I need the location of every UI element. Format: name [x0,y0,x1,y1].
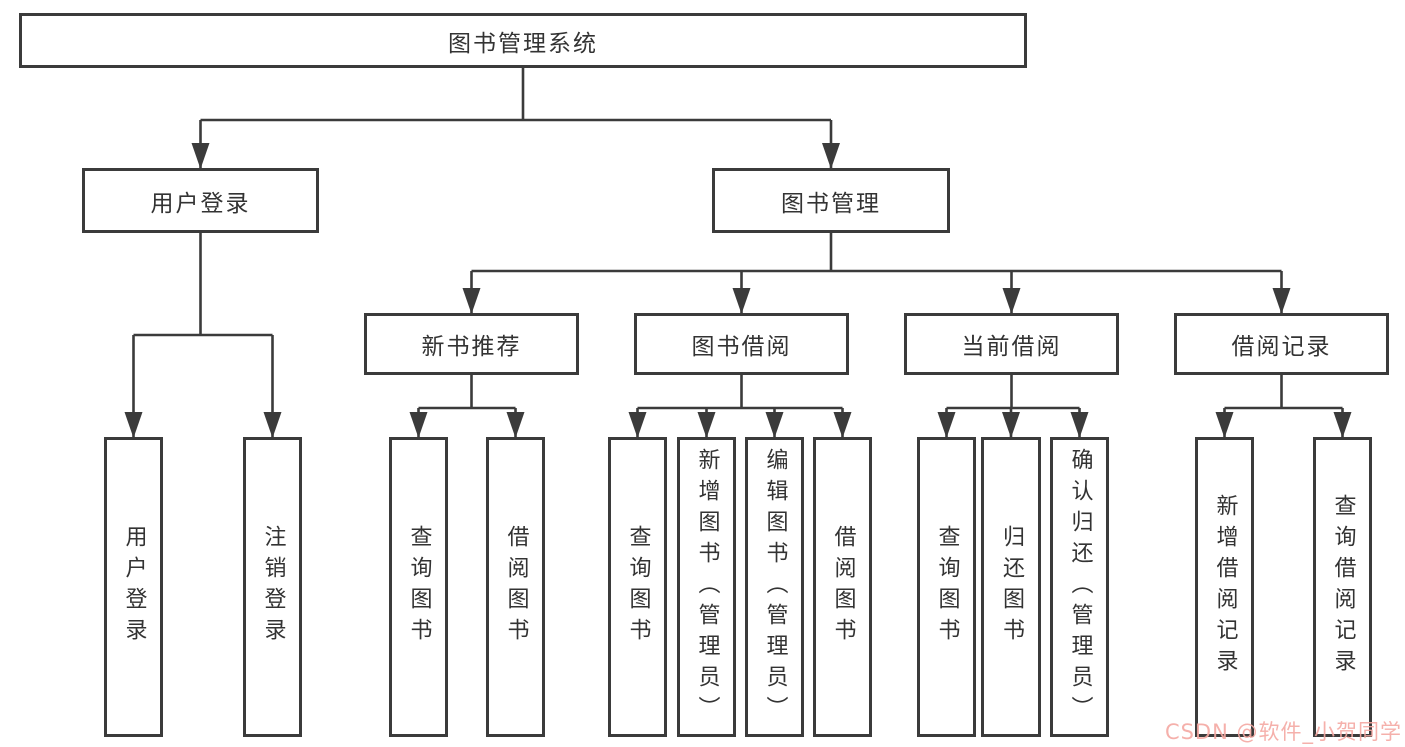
leaf-user-login: 用户登录 [104,437,163,737]
node-borrowing-records: 借阅记录 [1174,313,1389,375]
leaf-query-books-borrow: 查询图书 [608,437,667,737]
node-user-login: 用户登录 [82,168,319,233]
leaf-confirm-return-admin: 确认归还（管理员） [1050,437,1109,737]
leaf-query-borrow-record: 查询借阅记录 [1313,437,1372,737]
node-library-management-system: 图书管理系统 [19,13,1027,68]
node-new-book-recommend: 新书推荐 [364,313,579,375]
leaf-borrow-books-recommend: 借阅图书 [486,437,545,737]
node-current-borrowing: 当前借阅 [904,313,1119,375]
leaf-logout: 注销登录 [243,437,302,737]
leaf-edit-books-admin: 编辑图书（管理员） [745,437,804,737]
leaf-add-borrow-record: 新增借阅记录 [1195,437,1254,737]
leaf-query-books-recommend: 查询图书 [389,437,448,737]
node-book-borrowing: 图书借阅 [634,313,849,375]
leaf-query-books-current: 查询图书 [917,437,976,737]
leaf-borrow-books: 借阅图书 [813,437,872,737]
leaf-add-books-admin: 新增图书（管理员） [677,437,736,737]
leaf-return-books: 归还图书 [981,437,1041,737]
csdn-watermark: CSDN @软件_小贺同学 [1164,720,1402,744]
node-book-management: 图书管理 [712,168,950,233]
